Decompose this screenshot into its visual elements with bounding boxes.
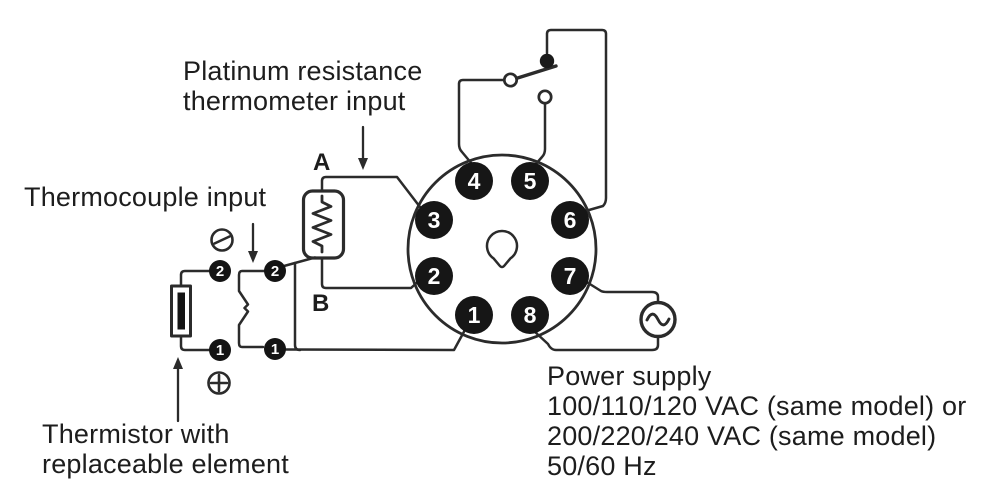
rtd-zigzag (311, 194, 333, 254)
contact-open-circle-bottom (537, 89, 553, 105)
wire-lead-b-to-pin2 (320, 256, 423, 290)
thermistor-terminal-1: 1 (209, 339, 231, 361)
wire-terminal1-to-pin1 (284, 326, 468, 352)
wire-lead-a-to-pin3 (320, 175, 422, 209)
plus-polarity-icon (207, 371, 231, 395)
label-rtd-lead-a: A (313, 149, 331, 176)
socket-keyhole (485, 229, 519, 269)
thermistor-pointer-arrow (173, 357, 183, 423)
label-thermistor: Thermistor with replaceable element (42, 419, 289, 479)
socket-pin-6: 6 (551, 201, 589, 239)
thermistor-terminal-2: 2 (209, 260, 231, 282)
socket-pin-2: 2 (415, 257, 453, 295)
label-thermocouple-input: Thermocouple input (24, 182, 267, 212)
minus-polarity-icon (210, 228, 234, 252)
socket-pin-4: 4 (455, 162, 493, 200)
socket-outline (406, 153, 598, 345)
socket-pin-3: 3 (415, 201, 453, 239)
wire-terminal2-to-lead-b (282, 256, 317, 268)
thermocouple-symbol (237, 269, 266, 349)
wire-nc-contact-to-pin5 (533, 102, 547, 167)
label-platinum-rtd-input: Platinum resistance thermometer input (183, 56, 423, 116)
wire-lead-b-to-bottom (293, 261, 302, 352)
contact-common-dot (539, 53, 555, 69)
wire-common-to-pin6 (545, 28, 608, 214)
wire-pin8-to-source (532, 329, 660, 352)
label-power-supply: Power supply 100/110/120 VAC (same model… (547, 361, 967, 481)
label-rtd-lead-b: B (312, 290, 330, 317)
ac-source-icon (639, 300, 677, 339)
thermistor-element-bar (177, 292, 185, 330)
wire-no-contact-to-pin4 (457, 78, 506, 166)
wire-thermistor-bottom (179, 334, 211, 352)
wire-pin7-to-source (583, 279, 660, 305)
contact-lever (514, 64, 558, 81)
thermocouple-terminal-2: 2 (264, 260, 286, 282)
wire-thermistor-top (179, 269, 211, 288)
relay-contact-icon (502, 53, 558, 105)
thermocouple-pointer-arrow (248, 222, 258, 263)
socket-pin-7: 7 (551, 257, 589, 295)
rtd-pointer-arrow (358, 125, 368, 170)
socket-pin-8: 8 (511, 296, 549, 334)
thermocouple-terminal-1: 1 (264, 338, 286, 360)
socket-pin-1: 1 (455, 296, 493, 334)
contact-open-circle-left (502, 72, 519, 88)
socket-pin-5: 5 (511, 162, 549, 200)
